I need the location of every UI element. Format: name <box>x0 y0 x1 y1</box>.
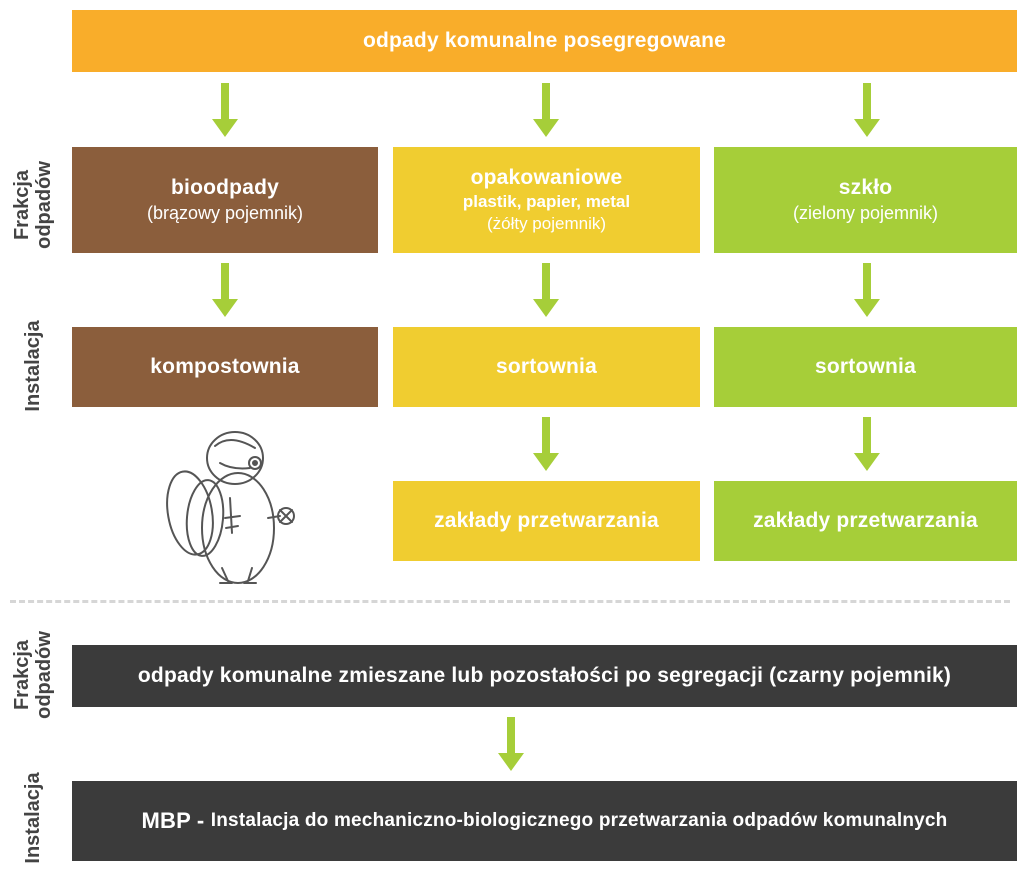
fraction-packaging-box: opakowaniowe plastik, papier, metal (żół… <box>393 147 700 253</box>
installation-sorting-packaging-box: sortownia <box>393 327 700 407</box>
fraction-packaging-note: (żółty pojemnik) <box>486 214 607 233</box>
label-installation-lower: Instalacja <box>22 772 44 864</box>
mbp-prefix: MBP - <box>141 808 211 833</box>
arrow-down-icon <box>498 717 524 771</box>
fraction-packaging-title: opakowaniowe <box>470 166 623 189</box>
mbp-text: Instalacja do mechaniczno-biologicznego … <box>210 810 948 831</box>
fraction-packaging-subtitle: plastik, papier, metal <box>462 192 631 211</box>
mixed-waste-label: odpady komunalne zmieszane lub pozostało… <box>137 664 952 687</box>
top-banner: odpady komunalne posegregowane <box>72 10 1017 72</box>
fraction-glass-box: szkło (zielony pojemnik) <box>714 147 1017 253</box>
mixed-waste-box: odpady komunalne zmieszane lub pozostało… <box>72 645 1017 707</box>
installation-sorting-glass-label: sortownia <box>815 355 916 378</box>
installation-composting-box: kompostownia <box>72 327 378 407</box>
fraction-bio-title: bioodpady <box>171 176 279 199</box>
installation-sorting-glass-box: sortownia <box>714 327 1017 407</box>
arrow-down-icon <box>212 83 238 137</box>
arrow-down-icon <box>854 417 880 471</box>
arrow-down-icon <box>533 417 559 471</box>
installation-composting-label: kompostownia <box>150 355 300 378</box>
fraction-glass-subtitle: (zielony pojemnik) <box>792 203 939 223</box>
fly-mascot-icon <box>166 431 295 584</box>
arrow-down-icon <box>854 83 880 137</box>
arrow-down-icon <box>533 263 559 317</box>
processing-glass-box: zakłady przetwarzania <box>714 481 1017 561</box>
section-divider <box>10 600 1010 603</box>
installation-sorting-packaging-label: sortownia <box>496 355 597 378</box>
fraction-glass-title: szkło <box>838 176 893 199</box>
arrow-down-icon <box>212 263 238 317</box>
fraction-bio-subtitle: (brązowy pojemnik) <box>146 203 304 223</box>
mbp-box: MBP - Instalacja do mechaniczno-biologic… <box>72 781 1017 861</box>
label-fraction-upper: Frakcja odpadów <box>11 161 55 249</box>
label-installation-upper: Instalacja <box>22 320 44 412</box>
arrow-down-icon <box>854 263 880 317</box>
processing-packaging-box: zakłady przetwarzania <box>393 481 700 561</box>
label-fraction-lower: Frakcja odpadów <box>11 631 55 719</box>
arrow-down-icon <box>533 83 559 137</box>
fraction-bio-box: bioodpady (brązowy pojemnik) <box>72 147 378 253</box>
top-banner-title: odpady komunalne posegregowane <box>362 29 727 52</box>
processing-packaging-label: zakłady przetwarzania <box>434 509 659 532</box>
processing-glass-label: zakłady przetwarzania <box>753 509 978 532</box>
